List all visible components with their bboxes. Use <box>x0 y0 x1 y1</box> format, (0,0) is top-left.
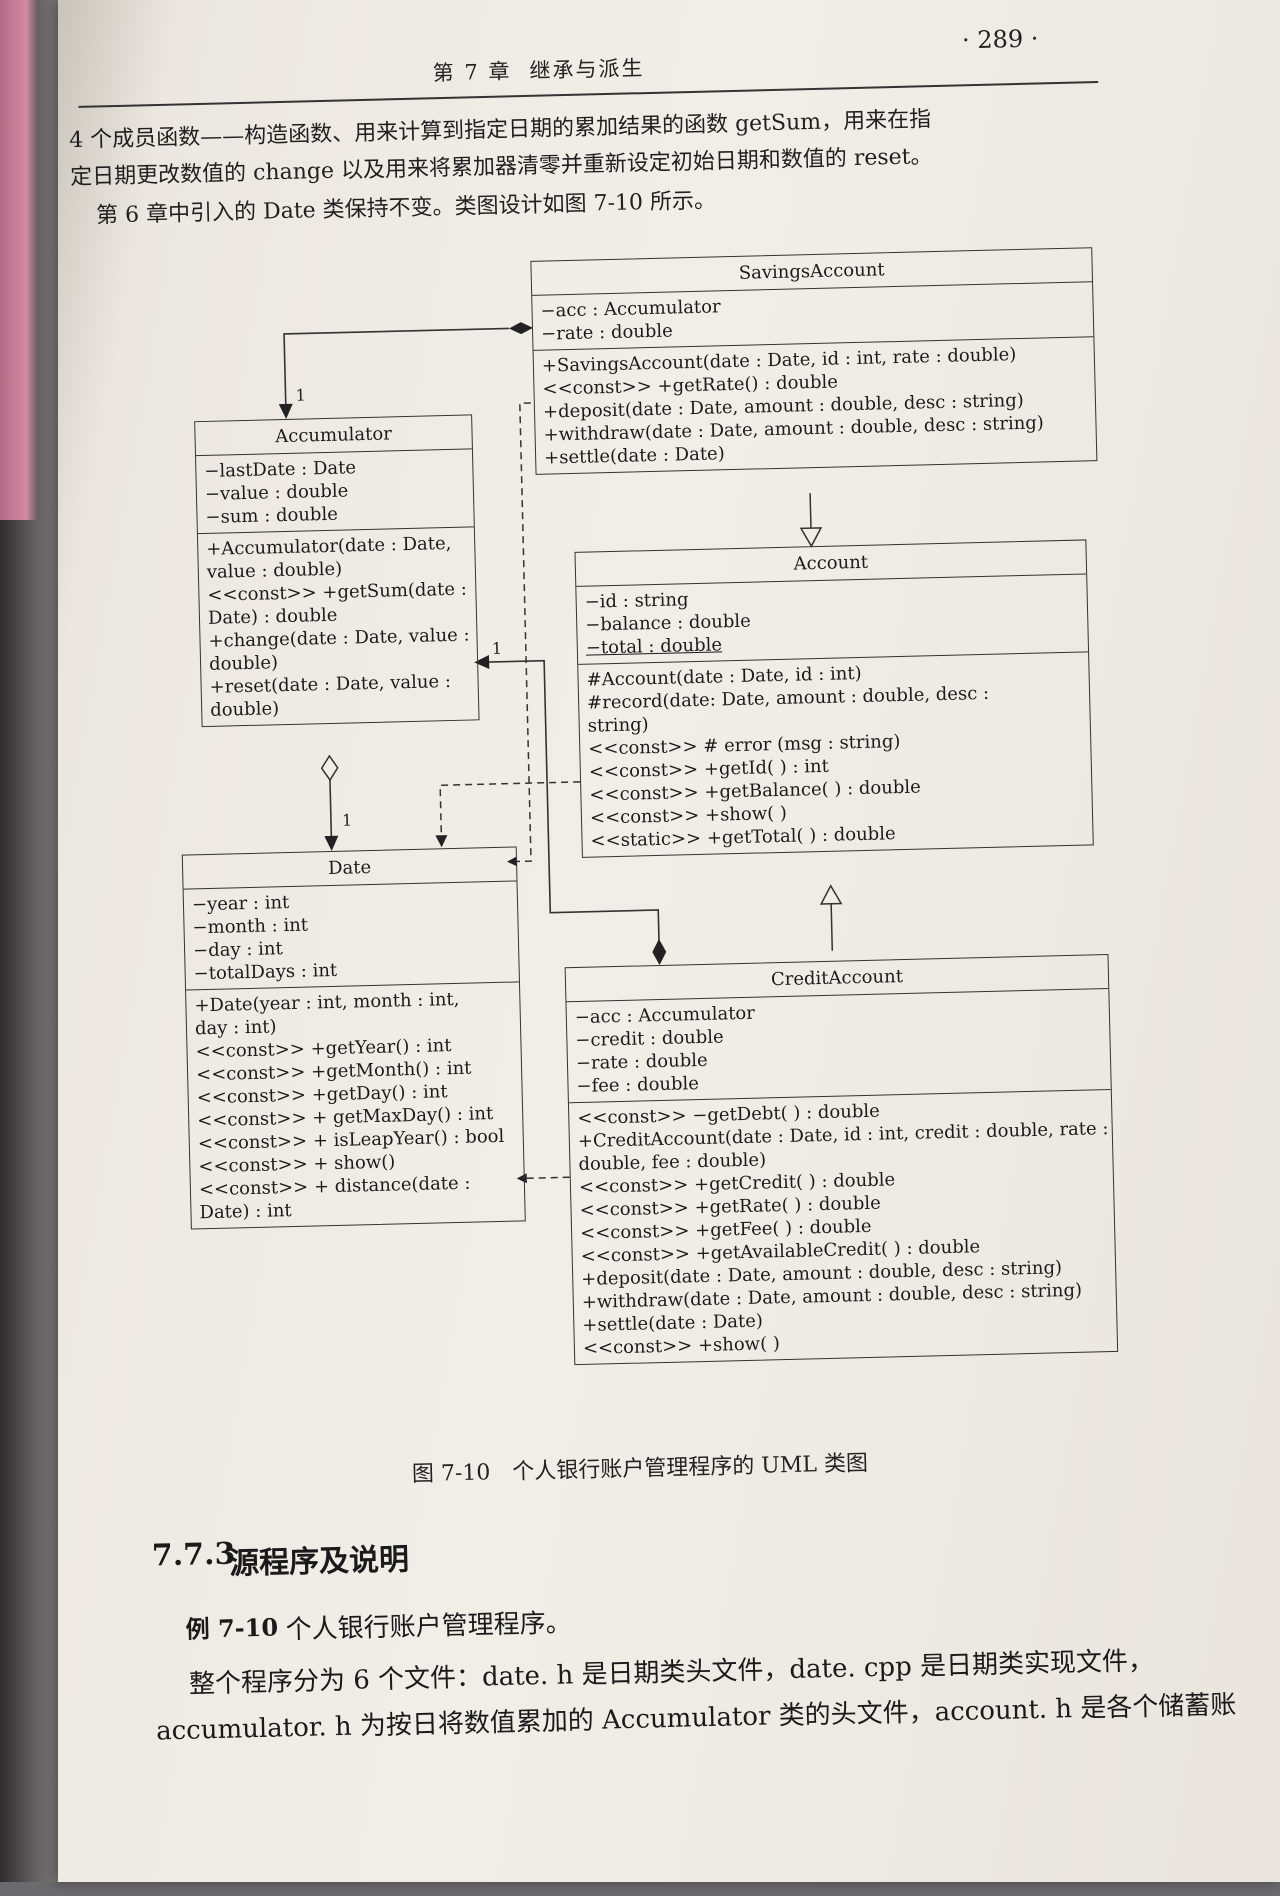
class-attributes: −year : int −month : int −day : int −tot… <box>183 881 519 991</box>
class-accumulator: Accumulator −lastDate : Date −value : do… <box>194 414 480 728</box>
arrowhead-to-date <box>324 835 339 851</box>
dependency-arrow-savings-date <box>507 856 518 867</box>
attribute: −sum : double <box>205 503 339 528</box>
uml-connectors: 1 1 1 <box>278 322 843 1184</box>
example-text: 个人银行账户管理程序。 <box>285 1608 573 1646</box>
credit-accumulator-composition <box>477 659 661 951</box>
section-title: 源程序及说明 <box>228 1542 410 1582</box>
multiplicity-acc-date: 1 <box>342 810 353 829</box>
class-methods: +Accumulator(date : Date, value : double… <box>198 527 479 726</box>
method: double) <box>209 698 280 721</box>
inheritance-triangle-credit <box>819 884 843 905</box>
aggregation-diamond-accumulator <box>320 754 339 782</box>
class-savings-account: SavingsAccount −acc : Accumulator −rate … <box>530 247 1098 475</box>
composition-diamond-credit <box>652 938 667 965</box>
page-content: 第 7 章继承与派生 · 289 · 4 个成员函数——构造函数、用来计算到指定… <box>36 0 1280 1896</box>
credit-account-inheritance <box>830 900 834 951</box>
account-date-dependency <box>439 781 581 846</box>
composition-diamond-savings <box>508 322 533 335</box>
class-methods: +Date(year : int, month : int, day : int… <box>186 982 525 1228</box>
class-methods: <<const>> −getDebt( ) : double +CreditAc… <box>569 1090 1117 1364</box>
savings-date-dependency <box>514 402 532 863</box>
book-cover-edge <box>0 0 38 520</box>
dependency-arrow-account-date <box>435 835 448 848</box>
class-date: Date −year : int −month : int −day : int… <box>181 846 526 1230</box>
arrowhead-to-accumulator <box>278 403 293 419</box>
savings-accumulator-composition <box>283 327 510 414</box>
arrowhead-to-accumulator-credit <box>474 655 490 670</box>
class-methods: #Account(date : Date, id : int) #record(… <box>578 652 1093 856</box>
multiplicity-credit-acc: 1 <box>492 639 503 658</box>
class-account: Account −id : string −balance : double −… <box>574 539 1094 858</box>
example-label: 例 7-10 <box>185 1612 279 1644</box>
inheritance-triangle-savings <box>799 527 823 548</box>
section-number: 7.7.3 <box>151 1536 236 1574</box>
multiplicity-savings-acc: 1 <box>295 385 306 404</box>
class-attributes: −lastDate : Date −value : double −sum : … <box>196 449 474 535</box>
class-attributes: −acc : Accumulator −credit : double −rat… <box>566 989 1111 1104</box>
class-methods: +SavingsAccount(date : Date, id : int, r… <box>534 337 1097 474</box>
book-page: 第 7 章继承与派生 · 289 · 4 个成员函数——构造函数、用来计算到指定… <box>58 0 1280 1882</box>
dependency-arrow-credit-date <box>516 1173 527 1184</box>
class-credit-account: CreditAccount −acc : Accumulator −credit… <box>564 954 1119 1366</box>
credit-date-dependency <box>524 1176 570 1180</box>
class-attributes: −id : string −balance : double −total : … <box>576 574 1089 665</box>
